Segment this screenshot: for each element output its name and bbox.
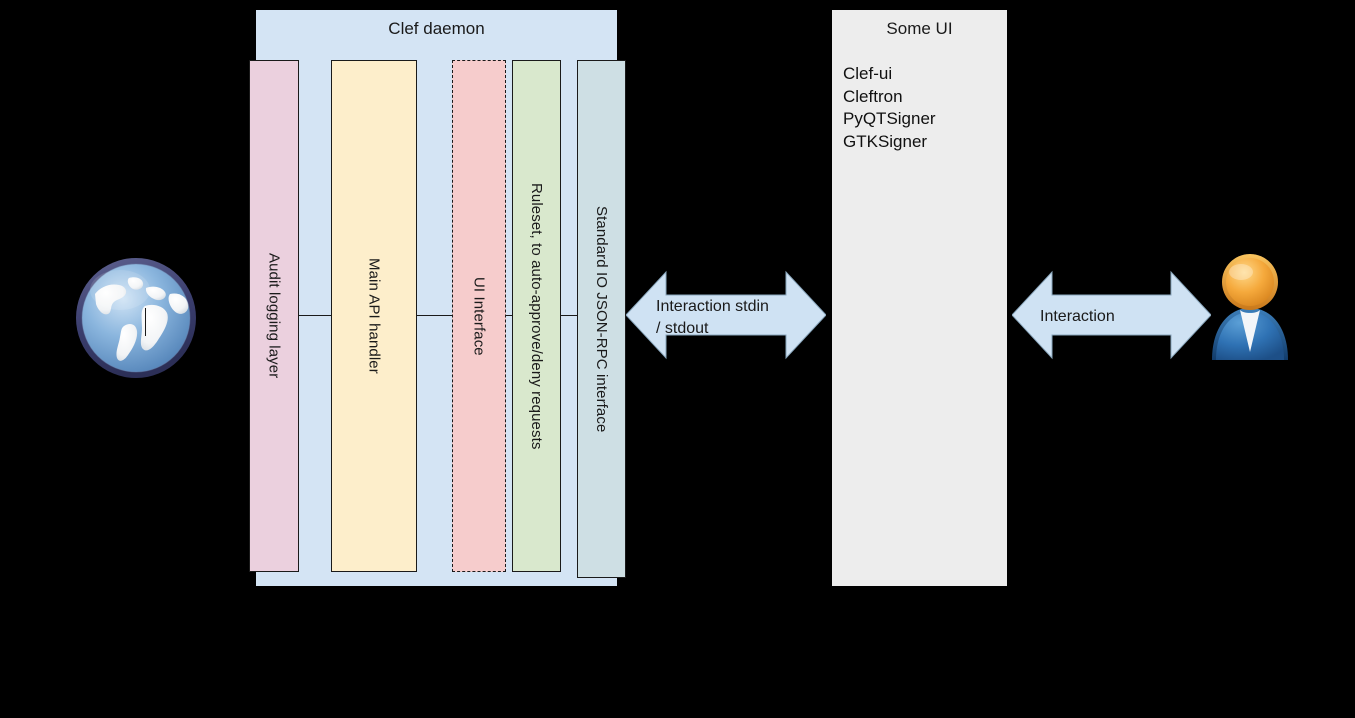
globe-icon [72, 254, 200, 382]
block-ruleset-label: Ruleset, to auto-approve/deny requests [528, 182, 545, 450]
block-standard-io-jsonrpc: Standard IO JSON-RPC interface [577, 60, 626, 578]
connector-audit-to-api [298, 315, 332, 316]
connector-api-to-uiinterface [416, 315, 453, 316]
list-item: Cleftron [843, 86, 903, 106]
arrow-interaction-user [1012, 268, 1211, 362]
list-item: GTKSigner [843, 131, 928, 151]
block-audit-logging-layer: Audit logging layer [249, 60, 299, 572]
arrow-interaction-stdio [626, 268, 826, 362]
block-ui-interface-label: UI Interface [470, 276, 488, 356]
some-ui-list: Clef-ui Cleftron PyQTSigner GTKSigner [843, 63, 1003, 153]
connector-ruleset-to-stdio [560, 315, 578, 316]
list-item: PyQTSigner [843, 109, 936, 128]
clef-daemon-container [256, 10, 617, 586]
block-ui-interface: UI Interface [452, 60, 506, 572]
block-standard-io-jsonrpc-label: Standard IO JSON-RPC interface [593, 205, 610, 433]
connector-uiinterface-to-ruleset [505, 315, 513, 316]
block-main-api-handler: Main API handler [331, 60, 417, 572]
block-main-api-handler-label: Main API handler [365, 258, 383, 374]
user-icon [1200, 252, 1300, 362]
clef-daemon-title: Clef daemon [388, 19, 485, 38]
list-item: Clef-ui [843, 64, 893, 83]
block-audit-logging-layer-label: Audit logging layer [265, 253, 283, 379]
globe-connector-tick [145, 308, 146, 336]
some-ui-panel [832, 10, 1007, 586]
some-ui-panel-title: Some UI [886, 19, 953, 38]
block-ruleset: Ruleset, to auto-approve/deny requests [512, 60, 561, 572]
